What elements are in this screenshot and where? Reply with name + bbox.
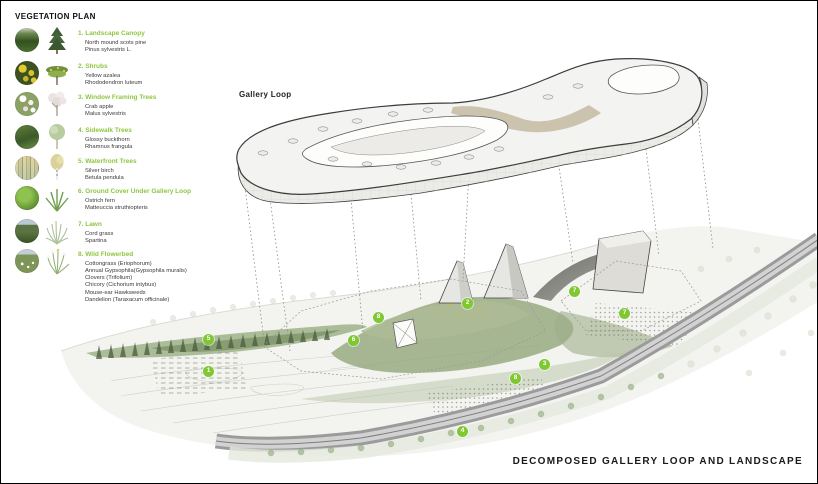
- curved-wall: [533, 253, 615, 301]
- buckthorn-photo-thumbnail: [15, 125, 39, 149]
- shrub-icon: [46, 66, 68, 85]
- plan-marker-8b: 8: [510, 373, 521, 384]
- birch-tree-icon: [50, 154, 64, 180]
- canopy-photo-thumbnail: [15, 28, 39, 52]
- lawn-photo-thumbnail: [15, 219, 39, 243]
- skylight-bumps: [257, 83, 584, 170]
- tan-ramp: [451, 105, 601, 133]
- plan-marker-7b: 7: [619, 308, 630, 319]
- fern-icon: [45, 189, 69, 212]
- plan-marker-3: 3: [539, 359, 550, 370]
- waterfront-tree-row-right: [687, 246, 817, 377]
- projection-lines: [241, 118, 714, 352]
- legend-item-shrubs: 2. Shrubs Yellow azalea Rhododendron lut…: [15, 61, 233, 88]
- legend-item-landscape-canopy: 1. Landscape Canopy North mound scots pi…: [15, 27, 233, 55]
- blossom-photo-thumbnail: [15, 92, 39, 116]
- plan-marker-2: 2: [462, 298, 473, 309]
- pine-tree-icon: [48, 27, 66, 54]
- sheet-title: DECOMPOSED GALLERY LOOP AND LANDSCAPE: [512, 456, 803, 467]
- gallery-loop-label: Gallery Loop: [239, 90, 292, 99]
- round-tree-icon: [49, 124, 65, 149]
- small-pavilion: [392, 318, 418, 349]
- waterfront-tree-row-left: [149, 290, 337, 326]
- hook-opening: [607, 64, 680, 95]
- meadow-photo-thumbnail: [15, 249, 39, 273]
- road: [214, 232, 817, 463]
- gallery-loop-structure: [236, 58, 708, 204]
- legend-item-lawn: 7. Lawn Cord grass Spartina: [15, 219, 233, 246]
- legend-item-waterfront-trees: 5. Waterfront Trees Silver birch Betula …: [15, 154, 233, 183]
- projected-footprint-outlines: [262, 260, 702, 380]
- page-title: VEGETATION PLAN: [15, 12, 96, 21]
- plan-marker-1: 1: [203, 366, 214, 377]
- landscape-structures: [392, 230, 652, 349]
- legend-item-ground-cover: 6. Ground Cover Under Gallery Loop Ostri…: [15, 186, 233, 213]
- plan-marker-4: 4: [457, 426, 468, 437]
- plan-marker-6: 6: [348, 335, 359, 346]
- vegetation-legend: 1. Landscape Canopy North mound scots pi…: [1, 1, 231, 321]
- blossom-tree-icon: [48, 91, 67, 116]
- plan-marker-7a: 7: [569, 286, 580, 297]
- fern-photo-thumbnail: [15, 186, 39, 210]
- pine-silhouette-row: [96, 328, 330, 359]
- legend-item-sidewalk-trees: 4. Sidewalk Trees Glossy buckthorn Rhamn…: [15, 124, 233, 152]
- sidewalk-tree-row: [267, 372, 665, 457]
- legend-item-window-framing-trees: 3. Window Framing Trees Crab apple Malus…: [15, 91, 233, 119]
- birch-photo-thumbnail: [15, 156, 39, 180]
- shrubs-photo-thumbnail: [15, 61, 39, 85]
- legend-item-wild-flowerbed: 8. Wild Flowerbed Cottongrass (Eriophoru…: [15, 248, 233, 304]
- plan-marker-8a: 8: [373, 312, 384, 323]
- wildflower-icon: [46, 248, 70, 275]
- plan-marker-5: 5: [203, 334, 214, 345]
- grass-icon: [45, 220, 69, 245]
